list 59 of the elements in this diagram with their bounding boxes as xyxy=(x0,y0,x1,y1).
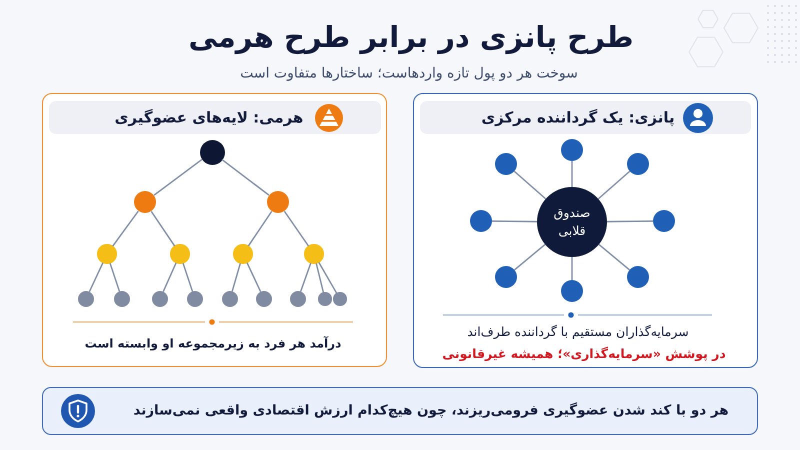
hub-circle: صندوق قلابی xyxy=(537,187,607,257)
banner-text: هر دو با کند شدن عضوگیری فرومی‌ریزند، چون هیچ‌کدام ارزش اقتصادی واقعی نمی‌سازند xyxy=(133,402,729,420)
title: طرح پانزی در برابر طرح هرمی xyxy=(188,18,634,56)
panel-text: سرمایه‌گذاران مستقیم با گرداننده طرف‌اند xyxy=(467,324,689,340)
banner xyxy=(42,387,758,435)
connector-line xyxy=(162,262,177,292)
node-circle xyxy=(627,153,649,175)
node-circle xyxy=(495,153,517,175)
connector-line xyxy=(598,244,630,270)
node-circle xyxy=(233,244,253,264)
panel-text: درآمد هر فرد به زیرمجموعه او وابسته است xyxy=(84,336,342,352)
node-circle xyxy=(97,244,117,264)
node-circle xyxy=(152,291,168,307)
node-circle xyxy=(134,190,156,214)
node-circle xyxy=(200,140,224,164)
node-circle xyxy=(114,291,130,307)
node-circle xyxy=(333,292,347,306)
connector-line xyxy=(222,159,270,196)
connector-line xyxy=(316,263,324,293)
node-circle xyxy=(318,292,332,306)
connector-line xyxy=(492,220,537,222)
node-circle xyxy=(495,266,517,288)
node-circle xyxy=(627,266,649,288)
subtitle: سوخت هر دو پول تازه واردهاست؛ ساختارها متفاوت است xyxy=(240,65,578,83)
connector-line xyxy=(514,244,546,270)
connector-line xyxy=(284,210,310,246)
connector-line xyxy=(598,170,630,200)
connector-line xyxy=(109,262,120,292)
node-circle xyxy=(187,291,203,307)
warning-text: در پوشش «سرمایه‌گذاری»؛ همیشه غیرقانونی xyxy=(442,346,726,362)
connector-line xyxy=(248,210,272,246)
panel xyxy=(413,93,758,368)
connector-line xyxy=(150,210,176,246)
connector-line xyxy=(514,170,546,200)
connector-line xyxy=(300,262,312,292)
node-circle xyxy=(222,291,238,307)
node-circle xyxy=(470,210,492,232)
node-circle xyxy=(653,210,675,232)
connector-line xyxy=(571,161,573,187)
node-circle xyxy=(266,190,290,214)
node-circle xyxy=(304,244,324,264)
panel-heading: پانزی: یک گرداننده مرکزی xyxy=(481,108,675,128)
connector-line xyxy=(112,210,139,247)
connector-line xyxy=(607,220,653,222)
connector-line xyxy=(154,158,202,196)
connector-line xyxy=(232,263,241,292)
node-circle xyxy=(561,139,583,161)
node-circle xyxy=(256,291,272,307)
connector-line xyxy=(246,262,262,292)
node-circle xyxy=(290,291,306,307)
panel xyxy=(42,93,387,367)
node-circle xyxy=(170,244,190,264)
node-circle xyxy=(561,280,583,302)
connector-line xyxy=(182,262,194,292)
panel-heading: هرمی: لایه‌های عضوگیری xyxy=(114,108,304,128)
connector-line xyxy=(318,262,338,294)
connector-line xyxy=(571,257,573,280)
node-circle xyxy=(78,291,94,307)
connector-line xyxy=(88,262,104,292)
